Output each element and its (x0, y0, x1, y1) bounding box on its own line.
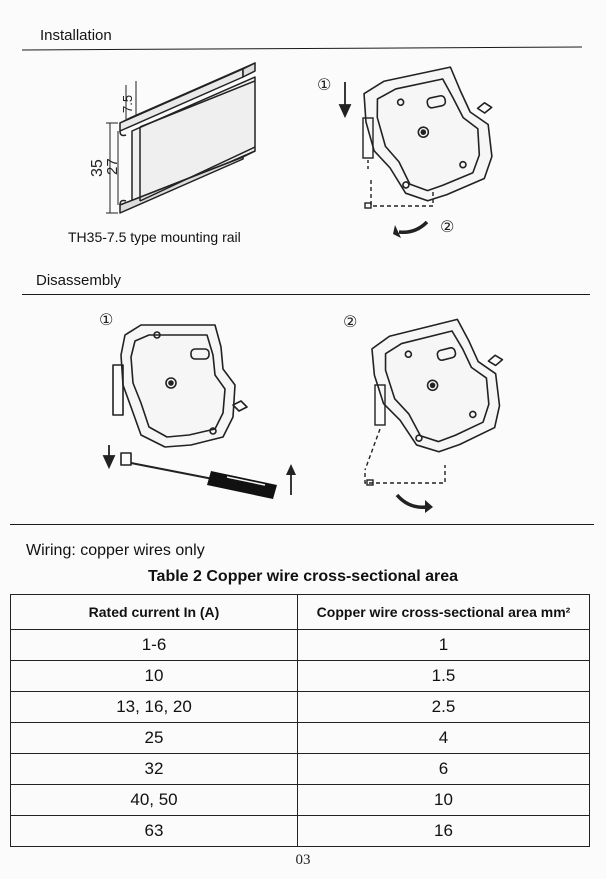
rated-current-cell: 32 (10, 753, 298, 785)
disassembly-step2-diagram: ② (343, 312, 504, 513)
table-title: Table 2 Copper wire cross-sectional area (147, 568, 459, 585)
rated-current-cell: 1-6 (10, 629, 298, 661)
copper-wire-table: Rated current In (A) Copper wire cross-s… (10, 594, 590, 847)
rated-current-cell: 63 (10, 815, 298, 847)
table-row: 63 16 (10, 815, 590, 847)
table-row: 32 6 (10, 753, 590, 785)
rated-current-header: Rated current In (A) (10, 594, 298, 630)
table-row: 40, 50 10 (10, 784, 590, 816)
area-header: Copper wire cross-sectional area mm² (297, 594, 590, 630)
installation-breaker-diagram: ① ② (317, 66, 493, 238)
rated-current-cell: 13, 16, 20 (10, 691, 298, 723)
area-cell: 16 (297, 815, 590, 847)
install-step2-marker: ② (440, 217, 454, 236)
rated-current-cell: 10 (10, 660, 298, 692)
table-row: 10 1.5 (10, 660, 590, 692)
wiring-rule (10, 524, 594, 525)
dim-27-label: 27 (104, 158, 121, 175)
installation-rule (22, 46, 582, 51)
area-cell: 6 (297, 753, 590, 785)
disassembly-step1-marker: ① (99, 310, 113, 329)
area-cell: 2.5 (297, 691, 590, 723)
dim-35-label: 35 (89, 159, 106, 177)
area-cell: 4 (297, 722, 590, 754)
area-cell: 1.5 (297, 660, 590, 692)
install-step1-marker: ① (317, 75, 331, 94)
table-row: 13, 16, 20 2.5 (10, 691, 590, 723)
disassembly-title: Disassembly (36, 272, 122, 289)
area-cell: 1 (297, 629, 590, 661)
disassembly-step2-marker: ② (343, 312, 357, 331)
table-row: 1-6 1 (10, 629, 590, 661)
mounting-rail-diagram: 35 27 7.5 (89, 62, 256, 214)
rail-caption: TH35-7.5 type mounting rail (68, 229, 241, 245)
table-header-row: Rated current In (A) Copper wire cross-s… (10, 594, 590, 630)
table-row: 25 4 (10, 722, 590, 754)
page-number: 03 (295, 852, 311, 868)
disassembly-rule (22, 294, 590, 295)
installation-title: Installation (40, 27, 112, 44)
dim-7-5-label: 7.5 (120, 95, 135, 113)
disassembly-step1-diagram: ① (99, 310, 296, 499)
area-cell: 10 (297, 784, 590, 816)
wiring-note: Wiring: copper wires only (26, 542, 205, 559)
rated-current-cell: 40, 50 (10, 784, 298, 816)
rated-current-cell: 25 (10, 722, 298, 754)
